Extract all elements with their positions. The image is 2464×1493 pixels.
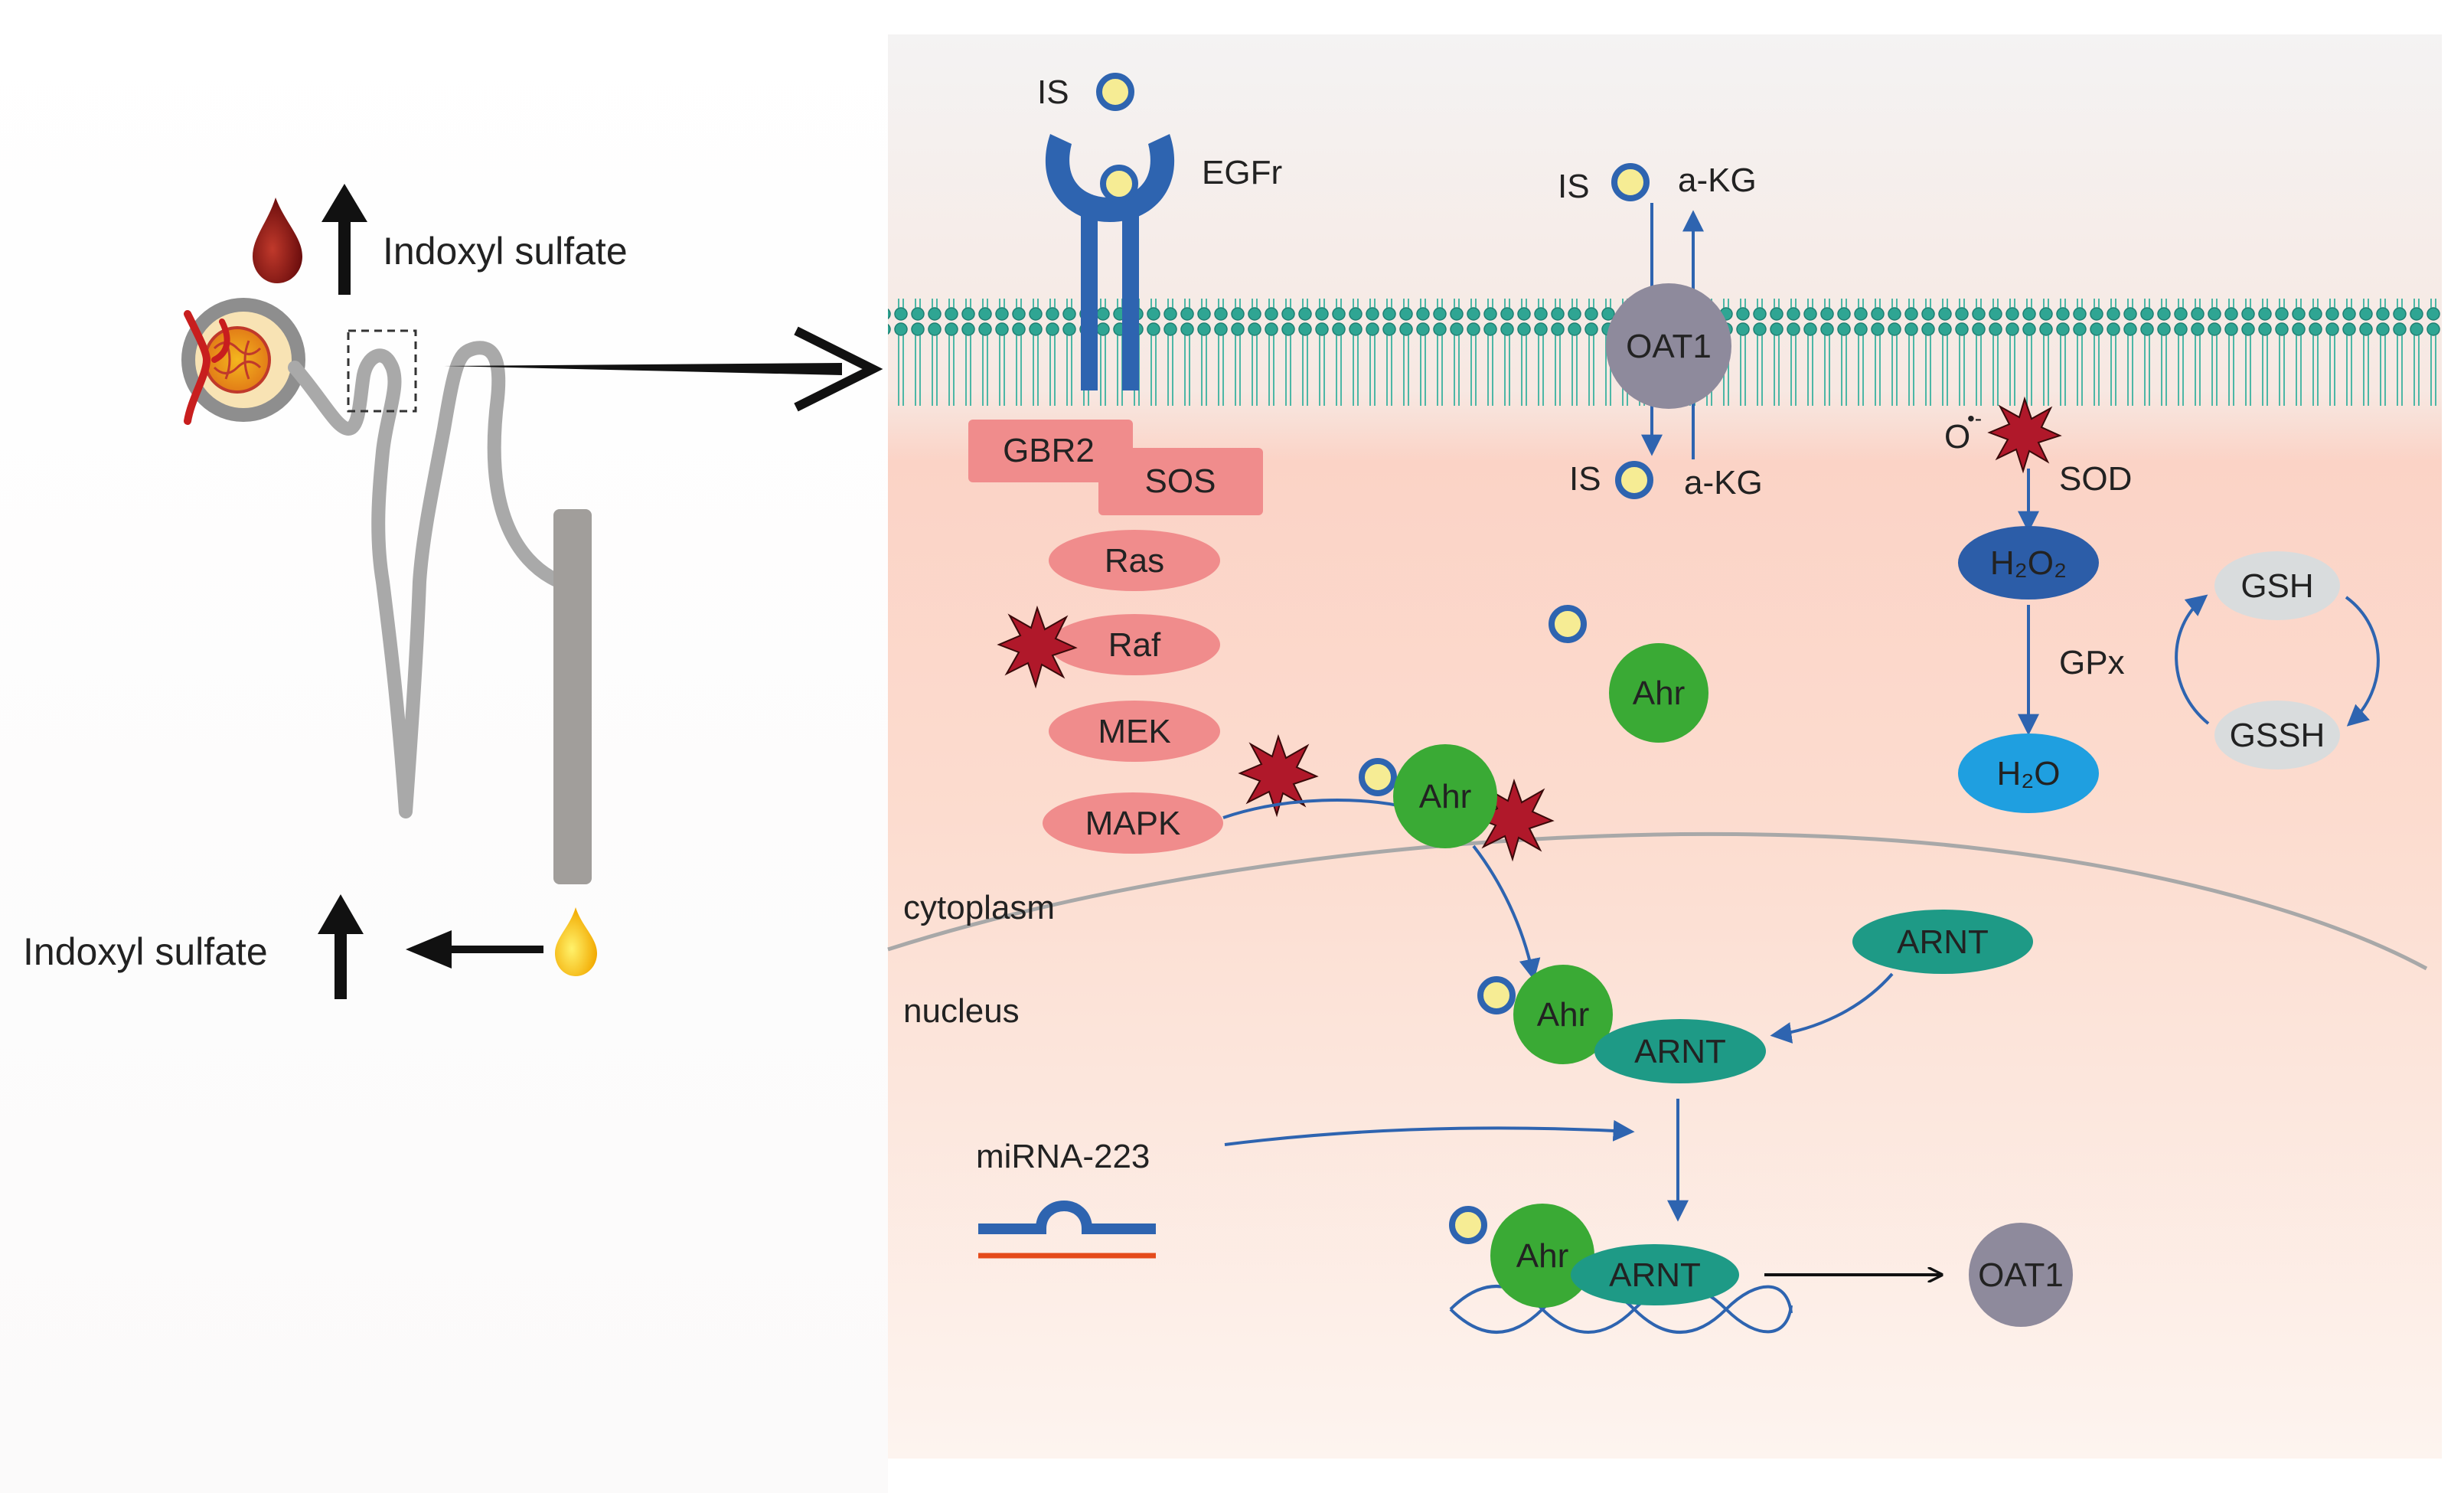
superoxide-charge: •- bbox=[1967, 407, 1982, 430]
up-arrow-icon bbox=[321, 184, 367, 295]
h2o-node bbox=[1958, 733, 2099, 813]
akg-out-label: a-KG bbox=[1678, 162, 1757, 199]
gsh-node bbox=[2214, 551, 2340, 620]
mapk-node bbox=[1043, 792, 1223, 854]
is-in-label: IS bbox=[1558, 168, 1590, 205]
ahr-nuclear-label: Ahr bbox=[1537, 996, 1589, 1034]
gbr2-label: GBR2 bbox=[1003, 432, 1095, 469]
burst-icon bbox=[1987, 396, 2062, 474]
left-arrow-icon bbox=[406, 930, 543, 969]
arnt-free-label: ARNT bbox=[1897, 923, 1989, 961]
mapk-label: MAPK bbox=[1085, 805, 1181, 842]
arnt-binding-arrow bbox=[1770, 972, 1894, 1044]
superoxide-label: O bbox=[1944, 418, 1970, 456]
gbr2-node bbox=[968, 420, 1133, 482]
h2o2-label: H₂O₂ bbox=[1990, 544, 2067, 582]
gssh-node bbox=[2214, 701, 2340, 769]
ahr-bound-node bbox=[1393, 744, 1497, 848]
gsh-label: GSH bbox=[2240, 567, 2313, 605]
ahr-dna-node bbox=[1490, 1204, 1594, 1308]
left-panel-bg bbox=[0, 0, 888, 1493]
is-molecule-icon bbox=[1100, 165, 1138, 203]
cytoplasm-label: cytoplasm bbox=[903, 889, 1055, 926]
nucleus-label: nucleus bbox=[903, 992, 1020, 1030]
is-molecule-icon bbox=[1615, 461, 1653, 499]
ahr-free-label: Ahr bbox=[1633, 675, 1685, 712]
arnt-nuclear-node bbox=[1594, 1019, 1766, 1083]
egfr-receptor-icon bbox=[1045, 134, 1175, 390]
oat1-product-label: OAT1 bbox=[1978, 1256, 2064, 1294]
gpx-label: GPx bbox=[2059, 644, 2125, 681]
ahr-free-node bbox=[1609, 643, 1708, 743]
gssh-label: GSSH bbox=[2230, 717, 2325, 754]
sos-node bbox=[1098, 448, 1263, 515]
ras-node bbox=[1049, 530, 1220, 591]
raf-label: Raf bbox=[1108, 626, 1161, 664]
urine-up-arrow-icon bbox=[318, 894, 364, 999]
zoom-arrow-icon bbox=[444, 326, 883, 412]
nephron-icon bbox=[181, 298, 592, 884]
h2o-label: H₂O bbox=[1996, 755, 2060, 792]
mek-node bbox=[1049, 701, 1220, 762]
burst-icon bbox=[1238, 733, 1319, 818]
is-molecule-icon bbox=[1611, 163, 1650, 201]
oat1-transporter bbox=[1606, 283, 1731, 409]
oat1-product-node bbox=[1969, 1223, 2073, 1327]
akg-bottom-label: a-KG bbox=[1684, 464, 1763, 501]
raf-node bbox=[1049, 614, 1220, 675]
gssh-cycle-arrow bbox=[2175, 594, 2210, 725]
urine-drop-icon bbox=[555, 907, 597, 976]
mapk-to-ahr-arrow bbox=[1222, 799, 1409, 819]
sod-label: SOD bbox=[2059, 460, 2132, 498]
mirna-arrow bbox=[1224, 1119, 1635, 1146]
arnt-dna-node bbox=[1571, 1244, 1739, 1305]
mirna-label: miRNA-223 bbox=[976, 1138, 1150, 1175]
is-molecule-icon bbox=[1549, 605, 1587, 643]
arnt-nuclear-label: ARNT bbox=[1634, 1033, 1726, 1070]
is-bottom-label: IS bbox=[1569, 460, 1601, 498]
egfr-label: EGFr bbox=[1202, 154, 1282, 191]
arnt-dna-label: ARNT bbox=[1609, 1256, 1701, 1294]
oat1-label: OAT1 bbox=[1626, 328, 1712, 365]
blood-drop-icon bbox=[253, 198, 302, 283]
sos-label: SOS bbox=[1145, 462, 1216, 500]
ahr-bound-label: Ahr bbox=[1419, 778, 1471, 815]
ahr-translocation-arrow bbox=[1472, 845, 1541, 981]
ras-label: Ras bbox=[1105, 542, 1164, 580]
is-molecule-icon bbox=[1359, 758, 1397, 796]
ahr-dna-label: Ahr bbox=[1516, 1237, 1568, 1275]
mek-label: MEK bbox=[1098, 713, 1170, 750]
is-molecule-icon bbox=[1477, 976, 1516, 1014]
gsh-cycle-arrow bbox=[2345, 596, 2380, 727]
ahr-nuclear-node bbox=[1513, 965, 1613, 1064]
is-molecule-icon bbox=[1449, 1206, 1487, 1244]
arnt-free-node bbox=[1852, 910, 2033, 974]
mirna-icon bbox=[978, 1201, 1156, 1259]
urine-indoxyl-label: Indoxyl sulfate bbox=[23, 930, 268, 973]
h2o2-node bbox=[1958, 526, 2099, 599]
is-molecule-icon bbox=[1096, 73, 1134, 111]
nuclear-envelope bbox=[887, 831, 2428, 971]
is-top-label: IS bbox=[1037, 74, 1069, 111]
burst-icon bbox=[997, 605, 1078, 689]
blood-indoxyl-label: Indoxyl sulfate bbox=[383, 230, 628, 273]
